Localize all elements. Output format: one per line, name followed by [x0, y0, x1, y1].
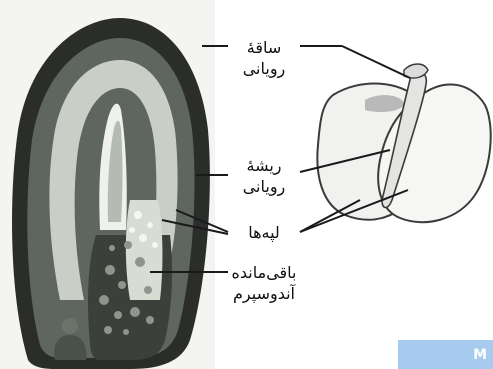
leader-shoot-right-diag [342, 46, 410, 78]
label-endosperm-line2: آندوسپرم [222, 283, 306, 304]
label-embryonic-shoot-line2: رویانی [226, 58, 302, 79]
cotyledon-tissue [126, 200, 163, 300]
label-cotyledons-line1: لپه‌ها [226, 222, 302, 243]
corner-tab: M [398, 340, 493, 369]
bean-seed [317, 64, 490, 222]
label-endosperm-line1: باقی‌مانده [222, 262, 306, 283]
label-cotyledons: لپه‌ها [226, 222, 302, 243]
label-embryonic-shoot-line1: ساقهٔ [226, 37, 302, 58]
label-endosperm-remnant: باقی‌مانده آندوسپرم [222, 262, 306, 304]
seed-base-spot [62, 318, 78, 334]
corner-tab-text: M [473, 347, 487, 363]
seed-cross-section [12, 18, 210, 369]
label-embryonic-shoot: ساقهٔ رویانی [226, 37, 302, 79]
label-embryonic-root-line2: رویانی [226, 176, 302, 197]
label-embryonic-root: ریشهٔ رویانی [226, 155, 302, 197]
label-embryonic-root-line1: ریشهٔ [226, 155, 302, 176]
